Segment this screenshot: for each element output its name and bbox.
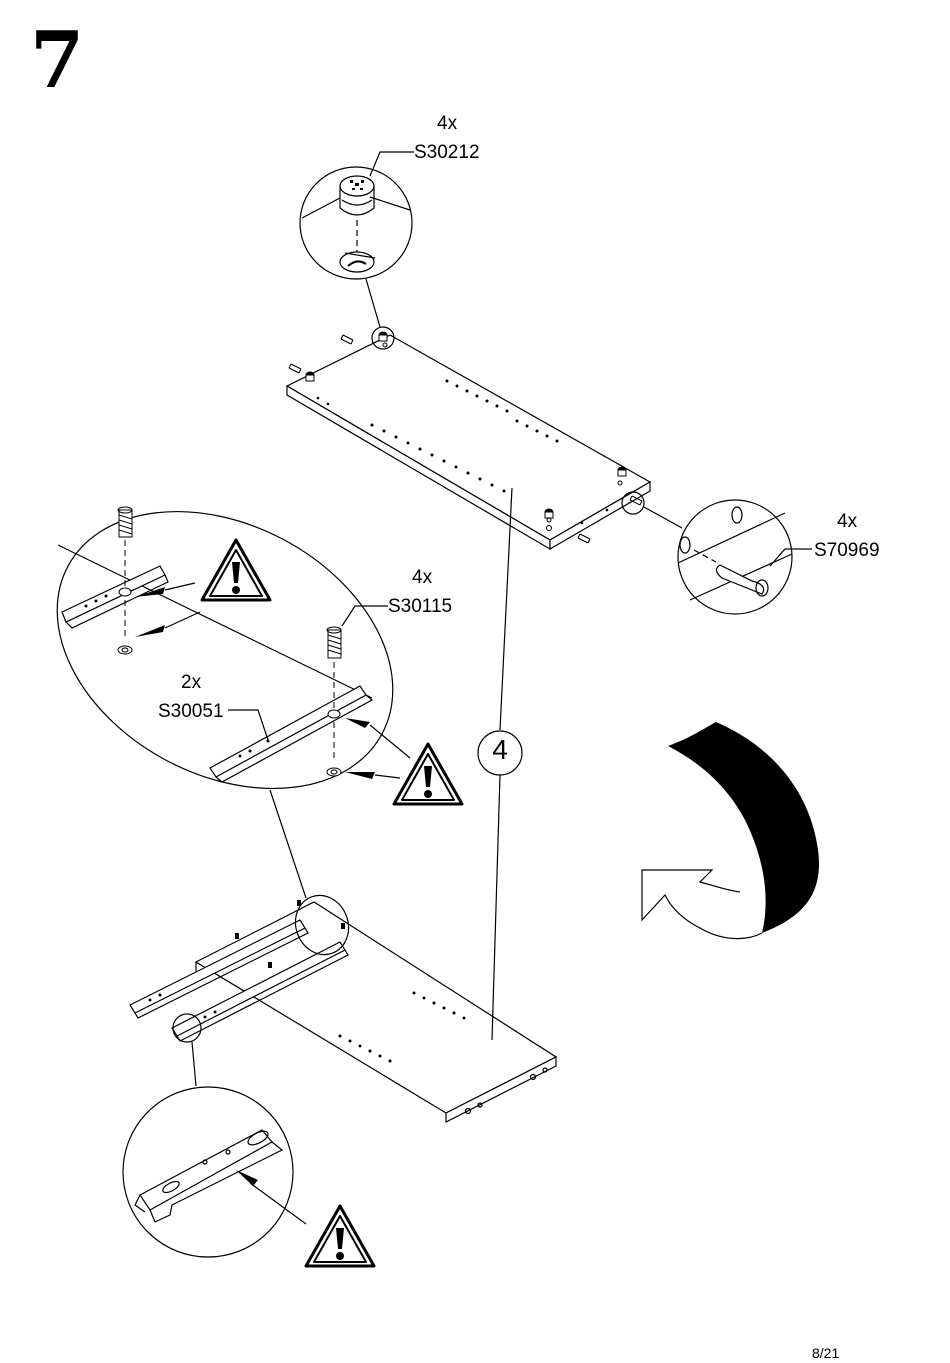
part-number-label: 4 (480, 736, 520, 764)
dowel-detail (644, 500, 812, 614)
top-panel (287, 327, 650, 549)
warning-icon (306, 1206, 374, 1266)
cam-lock-qty: 4x (437, 114, 457, 133)
rail-code: S30051 (158, 702, 224, 721)
screw-qty: 4x (412, 568, 432, 587)
cam-lock-code: S30212 (414, 143, 480, 162)
dowel-qty: 4x (837, 512, 857, 531)
rail-qty: 2x (181, 673, 201, 692)
rail-detail (9, 456, 441, 898)
bottom-panel (130, 888, 556, 1122)
cam-lock-detail (300, 152, 414, 327)
screw-code: S30115 (388, 597, 452, 616)
rotate-arrow-icon (642, 722, 819, 939)
dowel-code: S70969 (814, 541, 880, 560)
rail-end-detail (123, 1042, 306, 1257)
page-number: 8/21 (812, 1346, 839, 1360)
